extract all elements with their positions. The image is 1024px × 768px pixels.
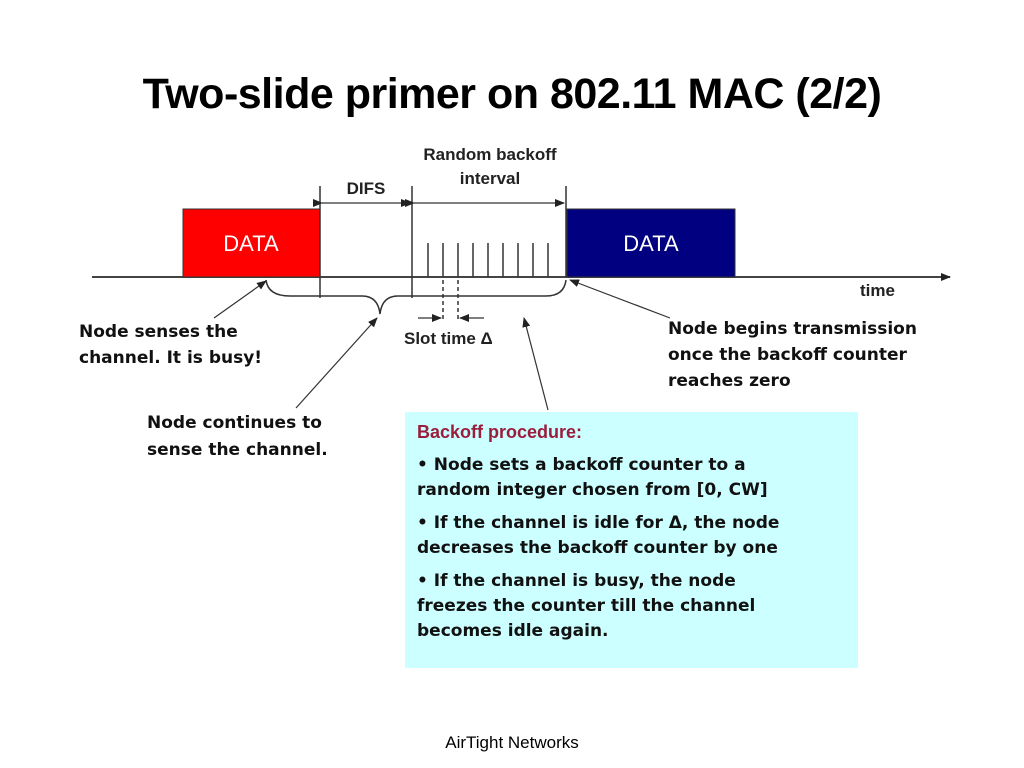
procedure-item-line: becomes idle again. [417,621,609,641]
continues-annotation-line2: sense the channel. [147,440,328,460]
data-block-right [566,208,736,278]
begins-annotation-line2: once the backoff counter [668,345,908,365]
procedure-item-line: decreases the backoff counter by one [417,538,778,558]
busy-arrow [213,280,267,319]
difs-label: DIFS [347,179,386,198]
procedure-item-line: freezes the counter till the channel [417,596,756,616]
procedure-arrow [522,317,549,411]
backoff-procedure-heading: Backoff procedure: [417,422,583,442]
procedure-item: • If the channel is busy, the node freez… [417,569,846,644]
busy-annotation-line1: Node senses the [79,322,238,342]
continues-annotation-line1: Node continues to [147,413,322,433]
data-block-right-label: DATA [623,231,679,256]
backoff-label-line2: interval [460,169,520,188]
procedure-item-line: • If the channel is busy, the node [417,571,736,591]
busy-annotation-line2: channel. It is busy! [79,348,262,368]
slot-time-label: Slot time Δ [404,329,493,348]
slide-title: Two-slide primer on 802.11 MAC (2/2) [142,70,882,118]
begins-annotation-line3: reaches zero [668,371,791,391]
begins-annotation-line1: Node begins transmission [668,319,917,339]
backoff-label-line1: Random backoff [423,145,557,164]
slot-ticks [427,243,549,277]
continues-arrow [295,317,378,409]
sensing-brace [265,279,567,315]
procedure-item: • If the channel is idle for Δ, the node… [417,511,846,561]
procedure-item-line: random integer chosen from [0, CW] [417,480,768,500]
procedure-item: • Node sets a backoff counter to a rando… [417,453,846,503]
data-block-left [182,208,321,278]
footer-company: AirTight Networks [445,733,579,752]
begins-arrow [569,279,671,319]
backoff-procedure-box: Backoff procedure: • Node sets a backoff… [405,412,858,668]
data-block-left-label: DATA [223,231,279,256]
procedure-item-line: • If the channel is idle for Δ, the node [417,513,780,533]
procedure-item-line: • Node sets a backoff counter to a [417,455,746,475]
time-label: time [860,281,895,300]
